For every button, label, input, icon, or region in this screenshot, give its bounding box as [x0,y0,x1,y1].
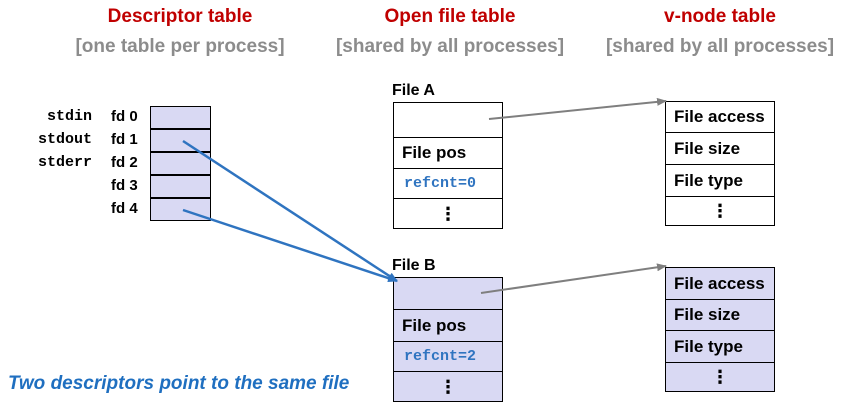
fd3-cell [150,175,211,198]
fd0-label: fd 0 [111,108,138,125]
fd4-label: fd 4 [111,200,138,217]
stdout-label: stdout [37,131,92,148]
open-file-table-title: Open file table [384,6,516,27]
file-a-label: File A [392,82,435,99]
fd1-cell [150,129,211,152]
file-a-file-pos: File pos [393,137,503,169]
arrow-file-a-to-vnode-a [488,97,667,120]
vnode-a-file-access: File access [665,101,775,133]
descriptor-table-title: Descriptor table [107,6,253,27]
vnode-a-file-size: File size [665,132,775,165]
file-b-refcnt: refcnt=2 [393,341,503,372]
fd0-cell [150,106,211,129]
vnode-b-file-size: File size [665,299,775,331]
vnode-b-more: ⋮ [665,362,775,392]
arrow-fd1-to-file-b [182,139,398,283]
file-b-pointer-cell [393,277,503,310]
file-a-refcnt: refcnt=0 [393,168,503,199]
arrow-file-b-to-vnode-b [480,263,667,294]
caption: Two descriptors point to the same file [8,373,350,394]
arrow-fd4-to-file-b [182,208,398,283]
open-file-table-subtitle: [shared by all processes] [335,36,565,57]
stderr-label: stderr [37,154,92,171]
vnode-b-file-access: File access [665,267,775,300]
fd2-cell [150,152,211,175]
vnode-table-title: v-node table [664,6,776,27]
fd2-label: fd 2 [111,154,138,171]
stdin-label: stdin [46,108,92,125]
file-b-more: ⋮ [393,371,503,402]
fd1-label: fd 1 [111,131,138,148]
file-b-label: File B [392,257,436,274]
fd3-label: fd 3 [111,177,138,194]
descriptor-table-subtitle: [one table per process] [75,36,285,57]
vnode-b-file-type: File type [665,330,775,363]
file-a-more: ⋮ [393,198,503,229]
vnode-a-more: ⋮ [665,196,775,226]
vnode-a-file-type: File type [665,164,775,197]
vnode-table-subtitle: [shared by all processes] [605,36,835,57]
